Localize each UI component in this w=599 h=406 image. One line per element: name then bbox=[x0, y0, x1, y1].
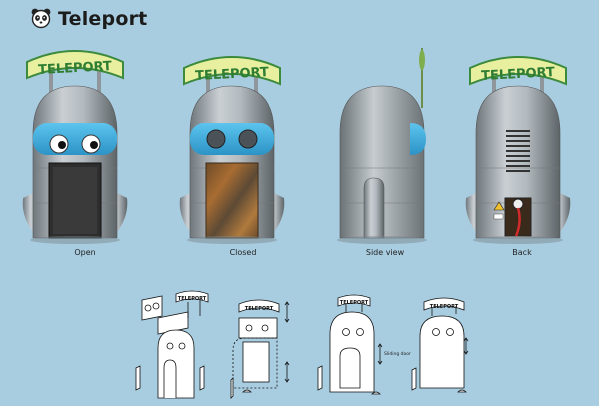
sketch-door-assembly: TELEPORT bbox=[230, 299, 290, 399]
teleport-pod-open: TELEPORT bbox=[22, 50, 128, 244]
sliding-door-note: Sliding door bbox=[384, 352, 411, 357]
sign-text: TELEPORT bbox=[38, 59, 113, 78]
panda-face-icon bbox=[31, 8, 51, 29]
caption-back: Back bbox=[512, 248, 532, 257]
sign-text: TELEPORT bbox=[481, 65, 556, 84]
sketch-sign-text: TELEPORT bbox=[178, 296, 207, 302]
teleport-pod-closed: TELEPORT bbox=[179, 56, 285, 244]
caption-open: Open bbox=[74, 248, 96, 257]
sketch-sign-text: TELEPORT bbox=[430, 304, 459, 310]
caption-closed: Closed bbox=[229, 248, 257, 257]
teleport-sign: TELEPORT bbox=[469, 56, 567, 100]
teleport-pod-back: TELEPORT bbox=[465, 56, 571, 244]
teleport-sign: TELEPORT bbox=[183, 56, 281, 100]
teleport-sign: TELEPORT bbox=[26, 50, 124, 100]
page-title: Teleport bbox=[58, 8, 148, 30]
caption-side-view: Side view bbox=[365, 248, 405, 257]
header: Teleport bbox=[0, 0, 599, 40]
sketch-sliding-door: TELEPORT bbox=[317, 294, 383, 395]
sketch-sign-text: TELEPORT bbox=[340, 300, 369, 306]
sketch-exploded-parts: TELEPORT bbox=[135, 290, 209, 399]
sketch-sign-text: TELEPORT bbox=[245, 306, 274, 312]
vent-grille bbox=[506, 130, 530, 172]
warning-icon bbox=[493, 201, 505, 211]
sign-text: TELEPORT bbox=[195, 65, 270, 84]
sketch-assembled: TELEPORT bbox=[411, 297, 469, 393]
teleport-pod-side bbox=[337, 48, 427, 244]
